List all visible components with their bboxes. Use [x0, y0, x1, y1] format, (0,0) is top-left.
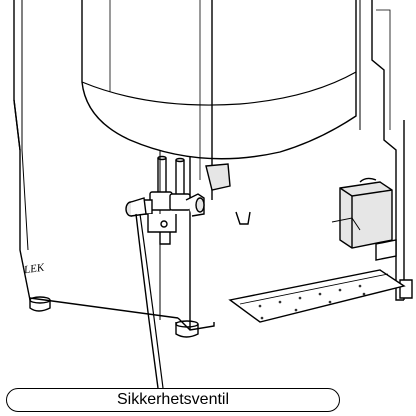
left-foot [29, 296, 51, 312]
callout-text: Sikkerhetsventil [116, 391, 230, 408]
pipe-connections [157, 155, 231, 196]
callout-label-safety-valve: Sikkerhetsventil [6, 388, 340, 412]
leader-line-2 [139, 213, 164, 389]
drain-box [331, 177, 397, 261]
bottom-tray [228, 269, 406, 323]
leader-line [135, 213, 159, 389]
center-foot [175, 320, 199, 338]
safety-valve-assembly [125, 191, 251, 245]
